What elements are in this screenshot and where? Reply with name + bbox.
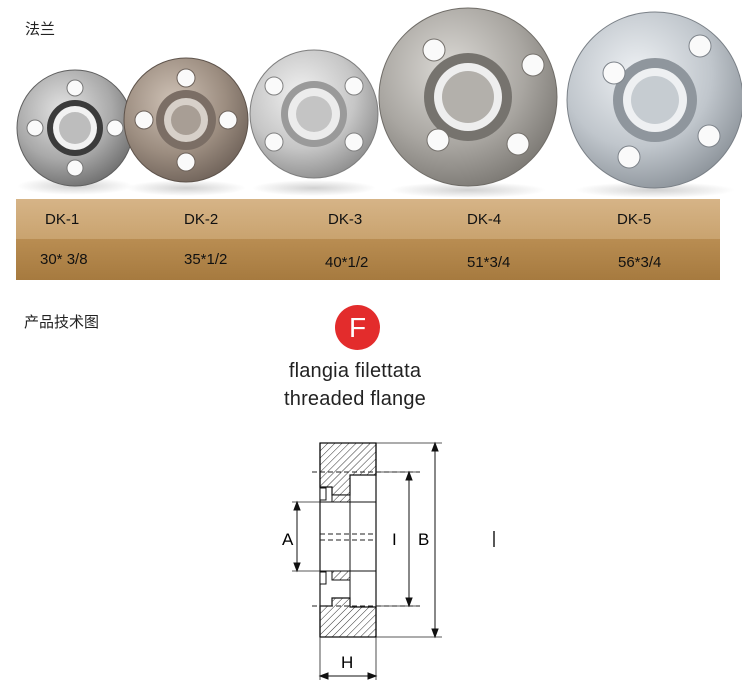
model-size-table: DK-1 DK-2 DK-3 DK-4 DK-5 30* 3/8 35*1/2 … xyxy=(16,199,720,280)
section-heading-technical-drawing: 产品技术图 xyxy=(24,314,100,331)
flange-photo-dk3 xyxy=(249,49,379,196)
flange-photo-gallery xyxy=(16,7,742,198)
model-code-dk1: DK-1 xyxy=(45,211,80,228)
section-heading-flange: 法兰 xyxy=(25,21,56,38)
dimension-label-h: H xyxy=(341,653,353,672)
model-size-dk1: 30* 3/8 xyxy=(40,251,88,268)
dimension-label-a: A xyxy=(282,530,294,549)
model-size-dk3: 40*1/2 xyxy=(325,254,369,271)
model-code-dk2: DK-2 xyxy=(184,211,219,228)
flange-photo-dk1 xyxy=(16,69,134,195)
flange-cross-section-drawing: A I B H xyxy=(282,441,495,680)
dimension-label-b: B xyxy=(418,530,429,549)
product-title-english: threaded flange xyxy=(283,388,426,410)
model-code-dk3: DK-3 xyxy=(328,211,363,228)
dimension-label-i: I xyxy=(392,530,397,549)
model-size-dk5: 56*3/4 xyxy=(618,254,662,271)
product-title-italian: flangia filettata xyxy=(288,360,422,382)
model-size-dk2: 35*1/2 xyxy=(184,251,228,268)
flange-photo-dk2 xyxy=(123,57,249,196)
model-size-dk4: 51*3/4 xyxy=(467,254,511,271)
flange-photo-dk4 xyxy=(378,7,558,198)
model-code-dk4: DK-4 xyxy=(467,211,502,228)
model-size-row: 30* 3/8 35*1/2 40*1/2 51*3/4 56*3/4 xyxy=(16,239,720,280)
product-type-badge: F xyxy=(335,305,380,350)
model-code-row: DK-1 DK-2 DK-3 DK-4 DK-5 xyxy=(16,199,720,239)
flange-photo-dk5 xyxy=(566,11,742,198)
model-code-dk5: DK-5 xyxy=(617,211,652,228)
